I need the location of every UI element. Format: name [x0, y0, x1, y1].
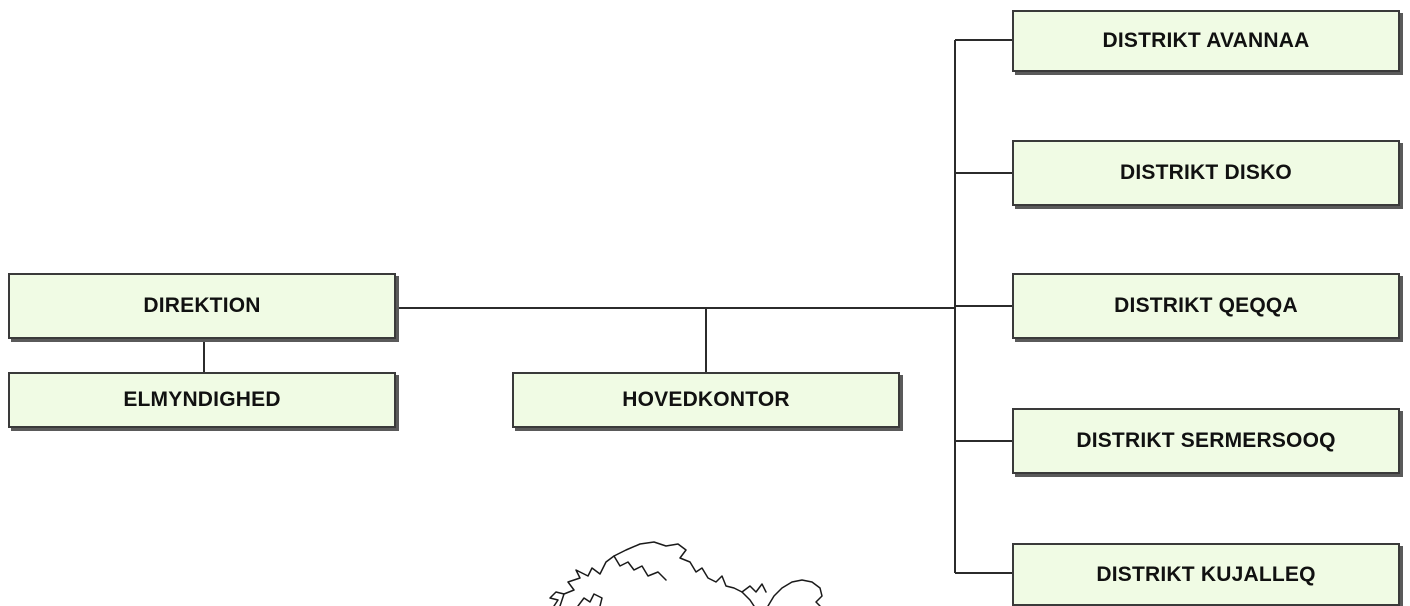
- greenland-map-icon: [549, 541, 823, 606]
- node-distrikt-disko: DISTRIKT DISKO: [1012, 140, 1400, 206]
- node-elmyndighed: ELMYNDIGHED: [8, 372, 396, 428]
- node-distrikt-sermersooq: DISTRIKT SERMERSOOQ: [1012, 408, 1400, 474]
- node-distrikt-qeqqa: DISTRIKT QEQQA: [1012, 273, 1400, 339]
- node-distrikt-avannaa: DISTRIKT AVANNAA: [1012, 10, 1400, 72]
- node-distrikt-kujalleq: DISTRIKT KUJALLEQ: [1012, 543, 1400, 606]
- node-direktion: DIREKTION: [8, 273, 396, 339]
- node-hovedkontor: HOVEDKONTOR: [512, 372, 900, 428]
